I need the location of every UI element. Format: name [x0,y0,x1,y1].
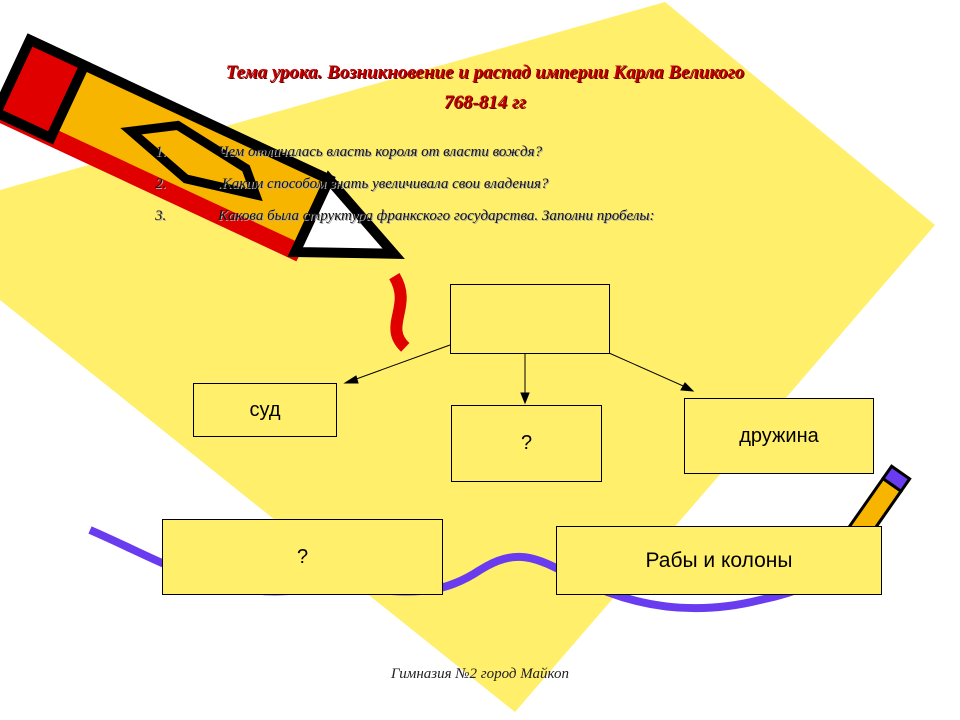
question-1: 1. Чем отличалась власть короля от власти… [155,144,542,161]
diagram-arrows [343,344,695,405]
footer: Гимназия №2 город Майкоп [391,666,569,682]
slide-title: Тема урока. Возникновение и распад импер… [150,58,820,118]
diagram-box-top [450,284,610,354]
question-3: 3. Какова была структура франкского госуд… [155,208,655,225]
diagram-box-bottom-left: ? [162,519,443,595]
title-line-2: 768-814 гг [443,92,527,113]
question-number: 1. [155,144,167,160]
question-text: Чем отличалась власть короля от власти в… [218,144,543,160]
question-2: 2. .Каким способом знать увеличивала свои… [155,176,548,193]
question-number: 2. [155,176,167,192]
diagram-box-retinue: дружина [684,398,874,474]
title-line-1: Тема урока. Возникновение и распад импер… [225,62,745,83]
question-text: Какова была структура франкского государ… [218,208,655,224]
diagram-box-middle: ? [451,405,602,482]
question-number: 3. [155,208,167,224]
question-text: .Каким способом знать увеличивала свои в… [218,176,549,192]
pencil-icon [0,33,410,352]
diagram-box-court: суд [193,383,337,437]
diagram-box-bottom-right: Рабы и колоны [556,526,882,595]
